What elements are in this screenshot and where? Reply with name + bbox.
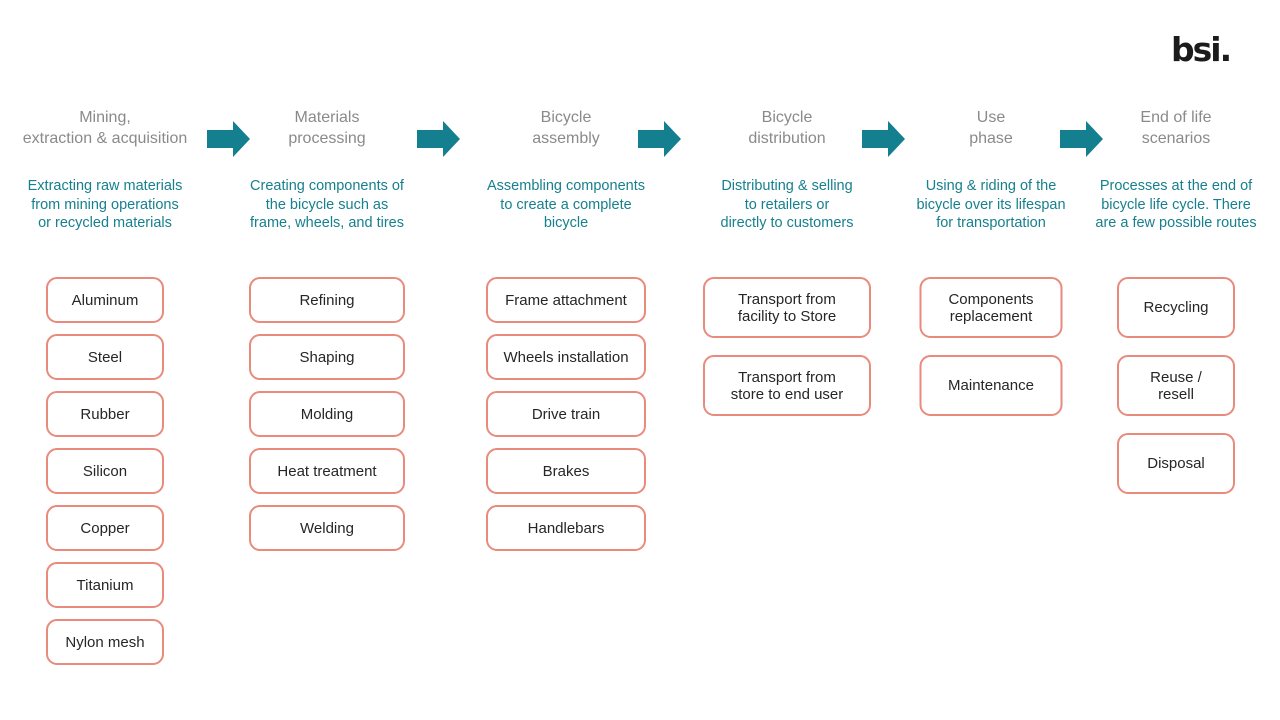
process-box-label: Copper — [80, 519, 130, 537]
flow-arrow-icon — [417, 121, 460, 157]
stage-boxes: Refining Shaping Molding Heat treatment … — [249, 277, 405, 551]
stage-boxes: Frame attachment Wheels installation Dri… — [486, 277, 646, 551]
process-box: Copper — [46, 505, 164, 551]
process-box: Steel — [46, 334, 164, 380]
process-box-label: Handlebars — [527, 519, 605, 537]
process-box-label: Welding — [300, 519, 354, 537]
process-box-label: Brakes — [542, 462, 590, 480]
process-box: Disposal — [1117, 433, 1235, 494]
stage-boxes: Transport from facility to Store Transpo… — [703, 277, 871, 416]
process-box: Titanium — [46, 562, 164, 608]
process-box: Welding — [249, 505, 405, 551]
process-box: Recycling — [1117, 277, 1235, 338]
process-box-label: Aluminum — [71, 291, 139, 309]
process-box: Molding — [249, 391, 405, 437]
flow-arrow-icon — [638, 121, 681, 157]
stage-boxes: Aluminum Steel Rubber Silicon Copper Tit… — [46, 277, 164, 665]
stage-title: Bicycle assembly — [532, 109, 600, 147]
process-box: Components replacement — [919, 277, 1063, 338]
process-box-label: Silicon — [82, 462, 128, 480]
process-box: Transport from store to end user — [703, 355, 871, 416]
process-box-label: Transport from store to end user — [730, 368, 844, 403]
flow-arrow-icon — [207, 121, 250, 157]
process-box: Handlebars — [486, 505, 646, 551]
stage-description: Using & riding of the bicycle over its l… — [916, 178, 1066, 231]
process-box-label: Molding — [300, 405, 354, 423]
process-box: Aluminum — [46, 277, 164, 323]
process-box: Maintenance — [919, 355, 1063, 416]
process-box-label: Transport from facility to Store — [737, 290, 837, 325]
process-box-label: Drive train — [531, 405, 601, 423]
process-box-label: Refining — [299, 291, 355, 309]
process-box: Refining — [249, 277, 405, 323]
process-box-label: Recycling — [1143, 299, 1209, 316]
stage-column-end-of-life: End of life scenarios Processes at the e… — [1071, 0, 1280, 720]
process-box-label: Disposal — [1147, 455, 1205, 472]
process-box: Wheels installation — [486, 334, 646, 380]
stage-description: Assembling components to create a comple… — [487, 178, 645, 231]
process-box: Drive train — [486, 391, 646, 437]
flow-arrow-shape — [862, 121, 905, 157]
process-box-label: Nylon mesh — [65, 633, 145, 651]
stage-column-mining: Mining, extraction & acquisition Extract… — [5, 0, 205, 720]
stage-description: Processes at the end of bicycle life cyc… — [1095, 178, 1257, 231]
flow-arrow-icon — [1060, 121, 1103, 157]
stage-column-materials-processing: Materials processing Creating components… — [227, 0, 427, 720]
bsi-logo: bsi. — [1171, 30, 1232, 69]
process-box: Transport from facility to Store — [703, 277, 871, 338]
stage-title: End of life scenarios — [1140, 109, 1212, 147]
process-box-label: Reuse / resell — [1150, 368, 1202, 403]
stage-title: Materials processing — [288, 109, 366, 147]
process-box: Shaping — [249, 334, 405, 380]
flow-arrow-icon — [862, 121, 905, 157]
process-box: Reuse / resell — [1117, 355, 1235, 416]
stage-description: Distributing & selling to retailers or d… — [720, 178, 854, 231]
process-box-label: Rubber — [80, 405, 130, 423]
process-box-label: Wheels installation — [503, 348, 629, 366]
stage-boxes: Recycling Reuse / resell Disposal — [1117, 277, 1235, 494]
process-box-label: Frame attachment — [505, 291, 627, 309]
stage-description: Creating components of the bicycle such … — [250, 178, 404, 231]
process-box-label: Titanium — [76, 576, 134, 594]
process-box-label: Heat treatment — [277, 462, 377, 480]
flow-arrow-shape — [1060, 121, 1103, 157]
process-box: Rubber — [46, 391, 164, 437]
flow-arrow-shape — [207, 121, 250, 157]
process-box: Brakes — [486, 448, 646, 494]
stage-title: Mining, extraction & acquisition — [22, 109, 188, 147]
stage-description: Extracting raw materials from mining ope… — [27, 178, 183, 231]
process-box-label: Components replacement — [948, 290, 1034, 325]
process-box: Frame attachment — [486, 277, 646, 323]
stage-column-use-phase: Use phase Using & riding of the bicycle … — [886, 0, 1096, 720]
flow-arrow-shape — [638, 121, 681, 157]
process-box-label: Steel — [87, 348, 123, 366]
stage-title: Use phase — [969, 109, 1013, 147]
stage-column-bicycle-assembly: Bicycle assembly Assembling components t… — [461, 0, 671, 720]
stage-boxes: Components replacement Maintenance — [919, 277, 1063, 416]
process-box: Silicon — [46, 448, 164, 494]
process-box: Heat treatment — [249, 448, 405, 494]
stage-title: Bicycle distribution — [748, 109, 826, 147]
process-box-label: Maintenance — [948, 377, 1034, 394]
stage-column-bicycle-distribution: Bicycle distribution Distributing & sell… — [687, 0, 887, 720]
process-box-label: Shaping — [299, 348, 355, 366]
process-box: Nylon mesh — [46, 619, 164, 665]
flow-arrow-shape — [417, 121, 460, 157]
